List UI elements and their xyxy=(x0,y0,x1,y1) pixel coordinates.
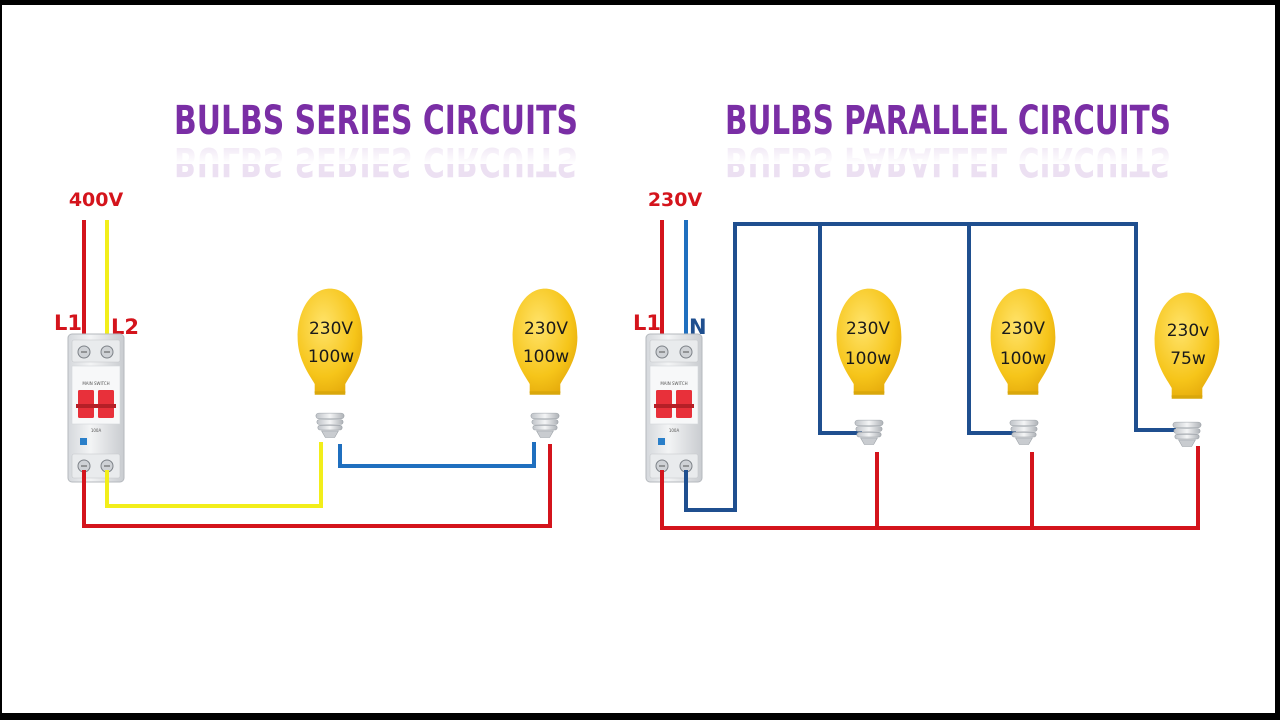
bulb-wattage: 100w xyxy=(1000,349,1046,369)
bulb-wattage: 75w xyxy=(1170,349,1206,369)
circuit-breaker-icon: MAIN SWITCH 100A xyxy=(645,333,703,483)
series-wire-blue xyxy=(338,442,536,468)
parallel-bulb-2: 230V 100w xyxy=(990,288,1056,445)
parallel-neutral-branch-1 xyxy=(818,224,862,435)
parallel-neutral-branch-2 xyxy=(967,224,1016,435)
parallel-terminal-n: N xyxy=(689,315,707,339)
series-breaker-label: MAIN SWITCH xyxy=(82,381,109,386)
bulb-wattage: 100w xyxy=(308,347,354,367)
series-circuit: 400V L1 L2 MAIN SWITCH 100A xyxy=(54,189,578,528)
bulb-voltage: 230V xyxy=(1001,319,1045,339)
bulb-voltage: 230V xyxy=(309,319,353,339)
series-breaker: MAIN SWITCH 100A xyxy=(67,333,125,483)
parallel-bulb-1: 230V 100w xyxy=(836,288,902,445)
series-bulb-1: 230V 100w xyxy=(297,288,363,438)
parallel-title: BULBS PARALLEL CIRCUITS xyxy=(725,98,1171,144)
parallel-breaker: MAIN SWITCH 100A xyxy=(645,333,703,483)
circuit-breaker-icon: MAIN SWITCH 100A xyxy=(67,333,125,483)
series-wire-yellow xyxy=(105,442,323,508)
parallel-bulb-3: 230v 75w xyxy=(1154,292,1220,447)
parallel-neutral-bus xyxy=(684,222,1176,512)
parallel-breaker-rating: 100A xyxy=(669,428,680,433)
parallel-voltage-label: 230V xyxy=(648,189,703,211)
bulb-wattage: 100w xyxy=(523,347,569,367)
series-wire-red xyxy=(82,444,552,528)
bulb-voltage: 230V xyxy=(524,319,568,339)
parallel-live-bus xyxy=(660,446,1200,530)
parallel-breaker-label: MAIN SWITCH xyxy=(660,381,687,386)
reflection-fade xyxy=(150,140,1200,164)
series-breaker-rating: 100A xyxy=(91,428,102,433)
bulb-wattage: 100w xyxy=(845,349,891,369)
board-background xyxy=(2,5,1275,713)
series-voltage-label: 400V xyxy=(69,189,124,211)
bulb-voltage: 230v xyxy=(1167,321,1210,341)
series-terminal-l1: L1 xyxy=(54,311,82,335)
parallel-circuit: 230V L1 N MAIN SWITCH 100A xyxy=(633,189,1220,530)
series-title: BULBS SERIES CIRCUITS xyxy=(174,98,578,144)
bulb-voltage: 230V xyxy=(846,319,890,339)
parallel-terminal-l1: L1 xyxy=(633,311,661,335)
series-bulb-2: 230V 100w xyxy=(512,288,578,438)
